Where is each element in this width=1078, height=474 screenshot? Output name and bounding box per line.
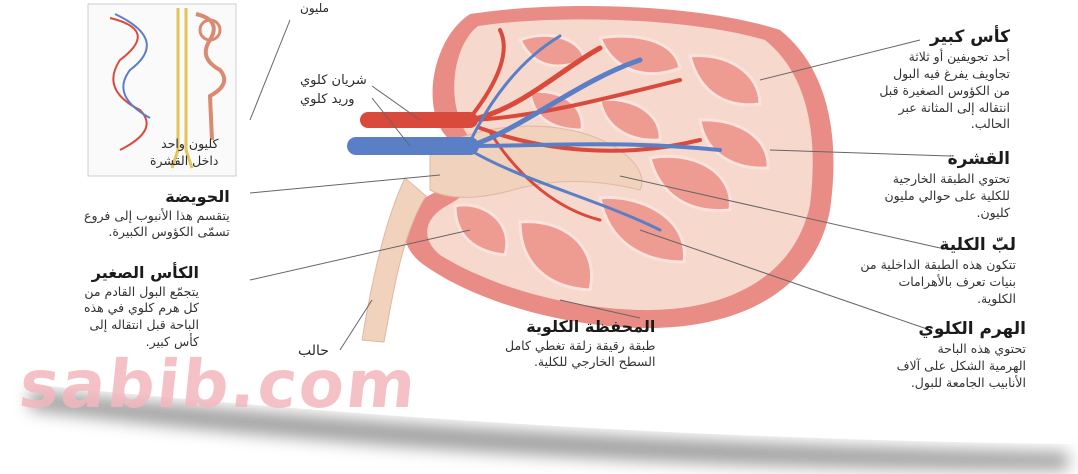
label-major-calyx: كأس كبير أحد تجويفين أو ثلاثة تجاويف يفر… xyxy=(879,26,1010,133)
label-renal-pelvis: الحويضة يتقسم هذا الأنبوب إلى فروع تسمّى… xyxy=(84,186,230,241)
label-minor-calyx: الكأس الصغير يتجمّع البول القادم من كل ه… xyxy=(84,262,199,351)
label-cortex: القشرة تحتوي الطبقة الخارجية للكلية على … xyxy=(884,148,1010,222)
watermark: sabib.com xyxy=(16,346,421,423)
label-nephron: كليون واحد داخل القشرة xyxy=(150,136,218,170)
label-renal-pyramid: الهرم الكلوي تحتوي هذه الباحة الهرمية ال… xyxy=(897,318,1026,392)
label-renal-artery: شريان كلوي xyxy=(300,72,367,90)
label-top-cut: مليون xyxy=(300,0,329,16)
label-medulla: لبّ الكلية تتكون هذه الطبقة الداخلية من … xyxy=(860,234,1016,308)
label-renal-vein: وريد كلوي xyxy=(300,91,355,109)
label-renal-capsule: المحفظة الكلوية طبقة رقيقة زلقة تغطي كام… xyxy=(505,316,655,371)
